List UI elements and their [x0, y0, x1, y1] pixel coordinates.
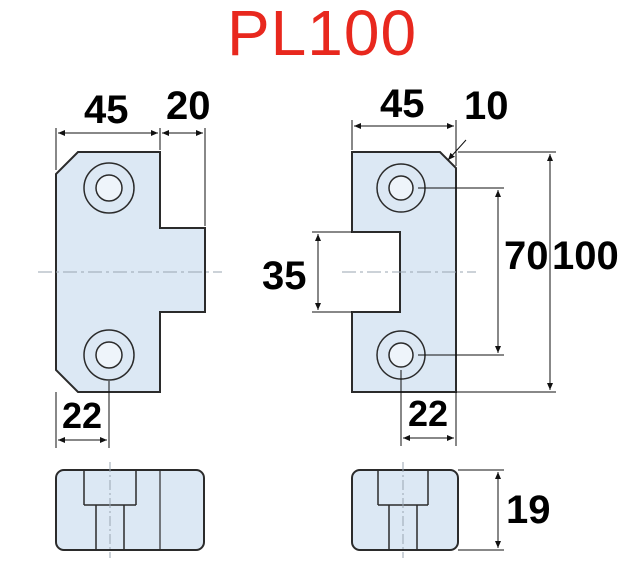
side-thickness-label: 19	[506, 488, 551, 532]
left-bottom-hole	[83, 329, 135, 381]
right-height-label: 100	[552, 234, 619, 278]
left-hole-offset-dimension	[55, 381, 110, 448]
part-number-title: PL100	[226, 0, 418, 69]
right-hole-offset-dimension	[400, 370, 457, 446]
left-plate-view	[38, 128, 222, 448]
right-hole-spacing-dimension	[418, 187, 504, 356]
right-width-dimension	[351, 120, 457, 166]
right-bottom-hole	[376, 330, 426, 380]
left-tab-label: 20	[166, 84, 211, 128]
right-chamfer-label: 10	[464, 84, 509, 128]
left-side-view	[55, 462, 205, 558]
left-plate-outline	[55, 151, 206, 393]
right-plate-view	[312, 120, 556, 446]
right-side-view	[351, 462, 504, 558]
right-chamfer-leader	[447, 139, 467, 161]
right-width-label: 45	[380, 82, 425, 126]
right-slot-dimension	[312, 231, 352, 313]
right-top-hole	[376, 163, 426, 213]
left-hole-offset-label: 22	[62, 395, 103, 436]
right-height-dimension	[456, 151, 556, 393]
left-width-label: 45	[84, 88, 129, 132]
right-hole-offset-label: 22	[408, 393, 449, 434]
right-slot-label: 35	[262, 254, 307, 298]
left-top-hole	[83, 162, 135, 214]
left-tab-dimension	[162, 128, 206, 226]
left-width-dimension	[55, 128, 161, 170]
right-hole-spacing-label: 70	[504, 234, 549, 278]
